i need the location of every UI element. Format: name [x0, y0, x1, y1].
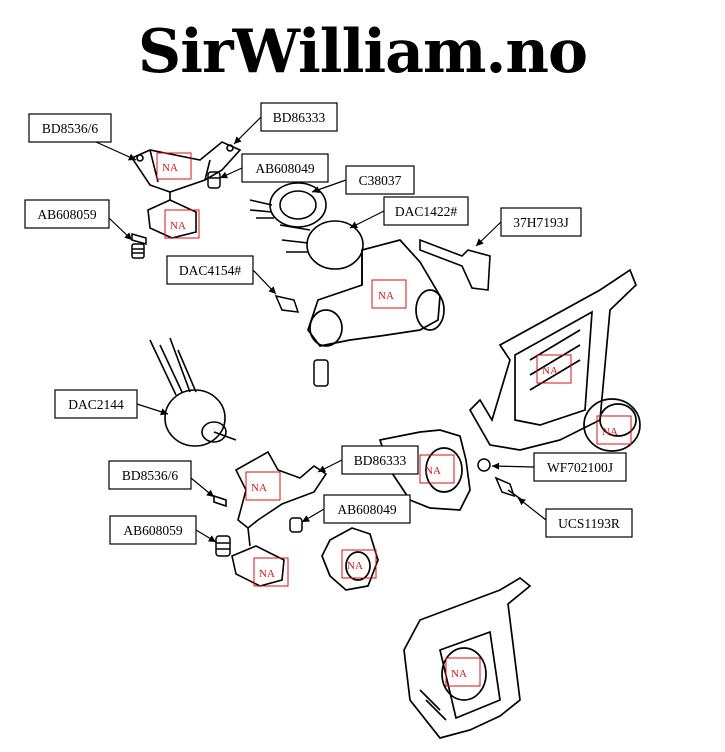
svg-text:NA: NA [378, 290, 394, 302]
part-callout: WF702100J [491, 452, 627, 482]
part-callout: BD86333 [317, 445, 419, 475]
svg-text:BD86333: BD86333 [273, 110, 326, 125]
svg-text:BD86333: BD86333 [354, 453, 407, 468]
upper-connector-drawing [249, 182, 327, 228]
lower-screw-drawing [215, 517, 303, 557]
lower-washer-screw-drawing [477, 458, 523, 501]
part-callout: AB608049 [301, 494, 411, 524]
part-callout: 37H7193J [475, 207, 582, 247]
part-callout: BD8536/6 [28, 113, 137, 161]
svg-text:WF702100J: WF702100J [547, 460, 613, 475]
lower-bracket-drawing [213, 450, 328, 587]
upper-bracket-drawing [130, 141, 242, 239]
upper-screw-ab608059-drawing [131, 233, 147, 259]
na-marker: NA [596, 415, 632, 445]
part-callout: DAC4154# [166, 255, 277, 295]
svg-text:BD8536/6: BD8536/6 [122, 468, 179, 483]
na-marker: NA [445, 657, 481, 687]
na-marker: NA [419, 454, 455, 484]
svg-text:AB608049: AB608049 [337, 502, 397, 517]
part-callout: DAC1422# [349, 196, 469, 229]
svg-text:AB608059: AB608059 [123, 523, 183, 538]
na-marker: NA [341, 549, 377, 579]
upper-key-drawing [419, 238, 491, 291]
svg-text:NA: NA [251, 482, 267, 494]
svg-text:AB608059: AB608059 [37, 207, 97, 222]
svg-text:DAC1422#: DAC1422# [395, 204, 458, 219]
svg-text:NA: NA [602, 426, 618, 438]
svg-text:C38037: C38037 [359, 173, 402, 188]
svg-text:NA: NA [162, 162, 178, 174]
na-marker: NA [536, 354, 572, 384]
part-callout: C38037 [311, 165, 415, 195]
lower-lock-body-drawing [378, 429, 471, 511]
svg-text:DAC2144: DAC2144 [68, 397, 124, 412]
lower-cover-drawing [321, 527, 379, 591]
part-callout: BD86333 [233, 102, 338, 145]
svg-text:NA: NA [542, 365, 558, 377]
svg-text:UCS1193R: UCS1193R [558, 516, 620, 531]
na-marker: NA [253, 557, 289, 587]
lower-shroud-drawing [468, 268, 638, 451]
na-marker: NA [156, 152, 192, 180]
upper-screw-ab608049-drawing [207, 171, 221, 189]
upper-lock-housing-drawing [307, 239, 445, 347]
part-callout: AB608049 [219, 153, 329, 183]
lower-connector-drawing [149, 337, 237, 447]
lower-knob-drawing [583, 398, 641, 452]
part-callout: BD8536/6 [108, 460, 215, 498]
svg-text:NA: NA [259, 568, 275, 580]
svg-text:NA: NA [170, 220, 186, 232]
bottom-shroud-drawing [403, 576, 532, 739]
svg-text:BD8536/6: BD8536/6 [42, 121, 99, 136]
svg-text:AB608049: AB608049 [255, 161, 315, 176]
svg-text:NA: NA [451, 668, 467, 680]
part-callout: DAC2144 [54, 389, 169, 419]
svg-text:NA: NA [425, 465, 441, 477]
part-callout: AB608059 [24, 199, 133, 241]
svg-text:DAC4154#: DAC4154# [179, 263, 242, 278]
svg-text:37H7193J: 37H7193J [513, 215, 569, 230]
na-marker: NA [164, 209, 200, 239]
site-title: SirWilliam.no [137, 17, 588, 87]
upper-stud-drawing [274, 294, 329, 387]
part-callout: AB608059 [109, 515, 217, 545]
na-marker: NA [371, 279, 407, 309]
upper-switch-drawing [279, 220, 364, 270]
svg-text:NA: NA [347, 560, 363, 572]
part-callout: UCS1193R [517, 497, 633, 538]
na-marker: NA [245, 471, 281, 501]
